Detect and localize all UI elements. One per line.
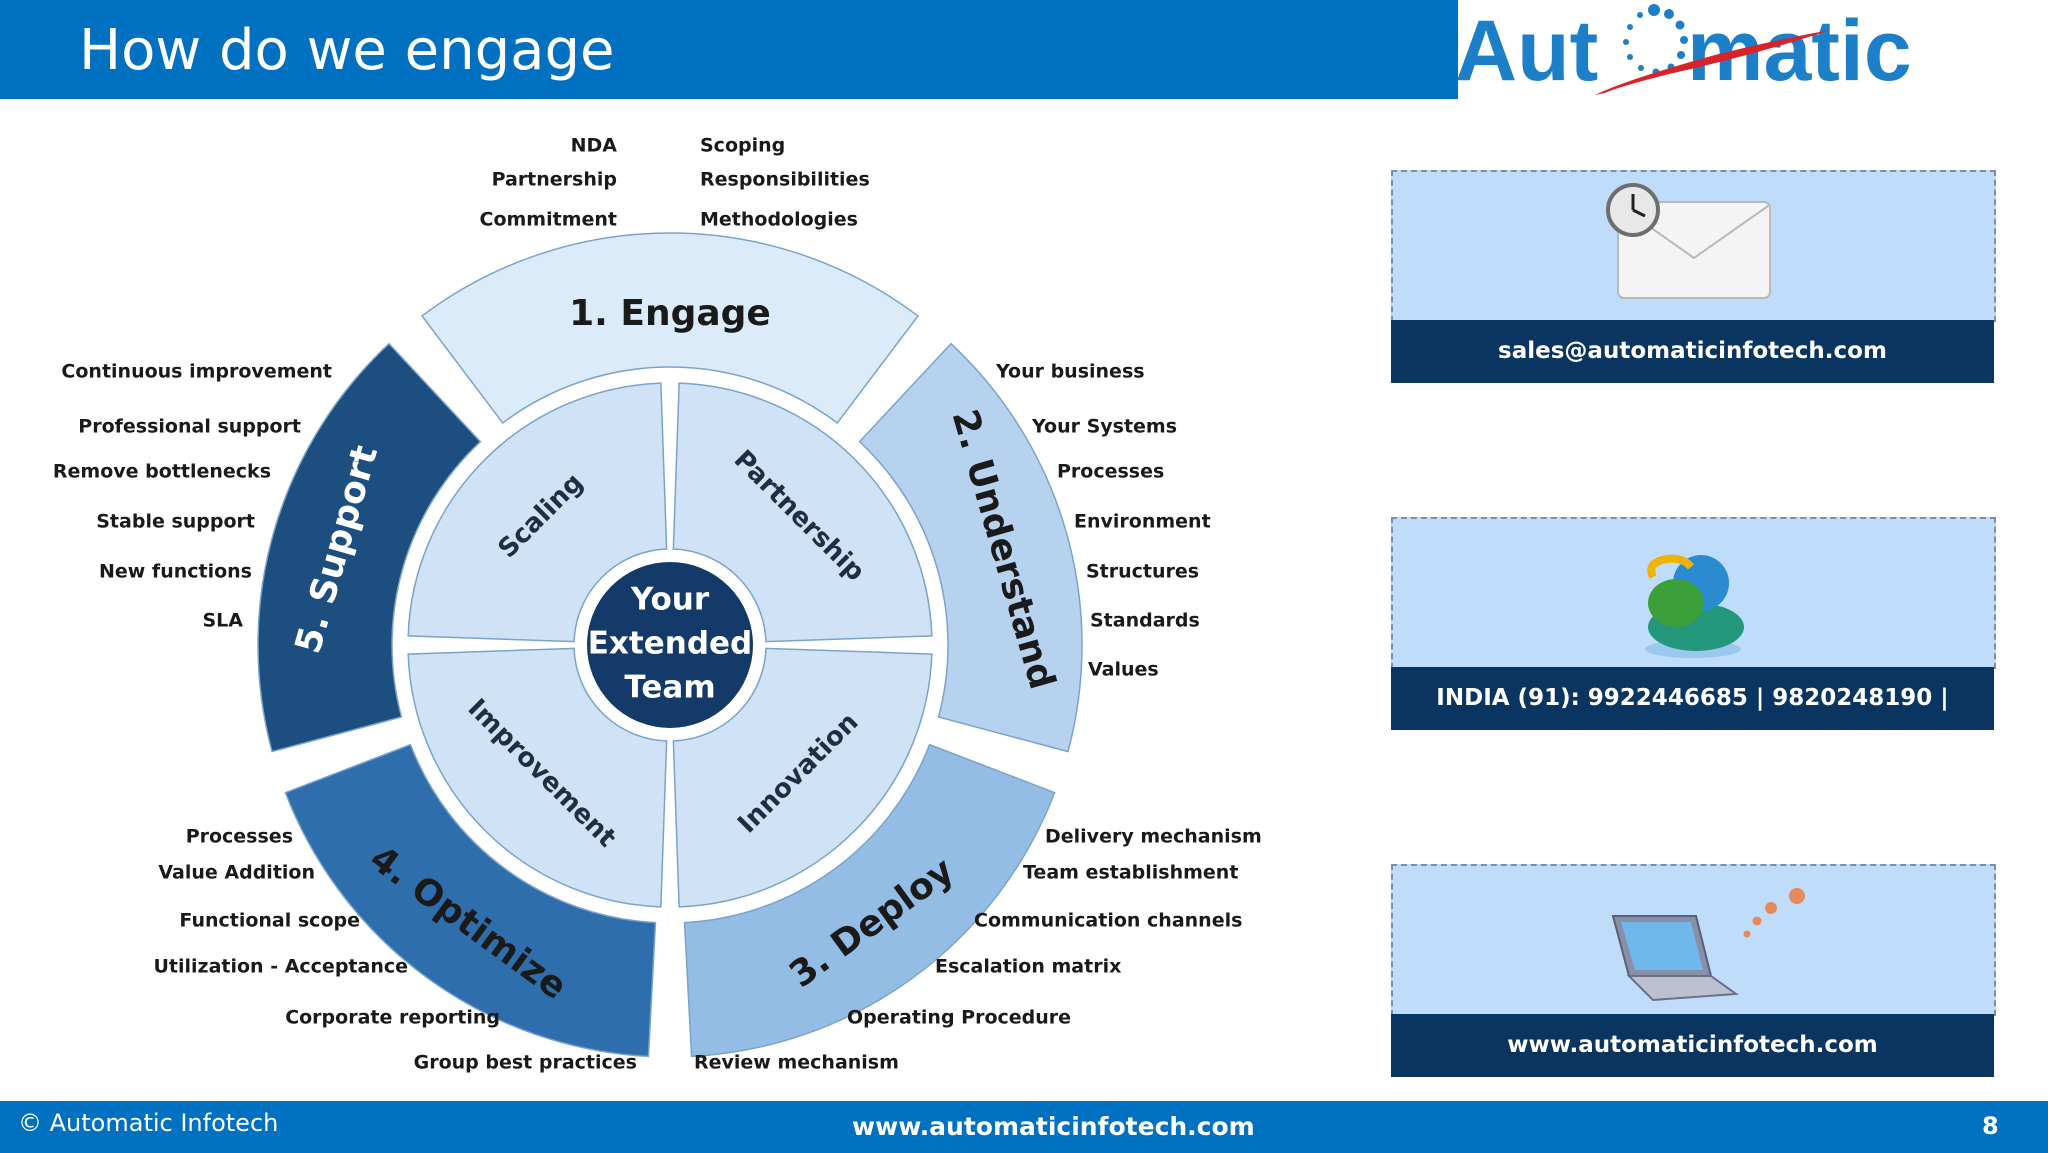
support-item: Professional support: [78, 416, 301, 438]
footer-url[interactable]: www.automaticinfotech.com: [852, 1112, 1255, 1141]
support-item: Remove bottlenecks: [53, 461, 271, 483]
logo-dots-icon: [1623, 4, 1688, 76]
svg-text:matic: matic: [1687, 3, 1912, 99]
engage-left-item: Commitment: [480, 209, 617, 231]
website-url[interactable]: www.automaticinfotech.com: [1391, 1014, 1994, 1077]
improvement-segment: [407, 647, 668, 908]
optimize-item: Functional scope: [179, 910, 360, 932]
support-item: Stable support: [96, 511, 255, 533]
svg-text:Aut: Aut: [1455, 3, 1598, 99]
understand-item: Your business: [995, 361, 1145, 383]
center-circle: [581, 556, 759, 734]
footer-bar: © Automatic Infotech www.automaticinfote…: [0, 1101, 2048, 1153]
understand-item: Values: [1088, 659, 1159, 681]
deploy-item: Escalation matrix: [935, 956, 1121, 978]
understand-item: Structures: [1086, 561, 1199, 583]
understand-item: Processes: [1057, 461, 1164, 483]
engage-left-item: Partnership: [492, 169, 617, 191]
center-text: Your: [630, 582, 710, 618]
innovation-segment: [672, 647, 933, 908]
outer-label: 1. Engage: [569, 293, 771, 334]
website-card: www.automaticinfotech.com: [1391, 864, 1996, 1079]
messenger-icon: [1645, 554, 1744, 658]
understand-item: Environment: [1074, 511, 1211, 533]
email-address[interactable]: sales@automaticinfotech.com: [1391, 320, 1994, 383]
page-title: How do we engage: [79, 18, 615, 83]
optimize-item: Group best practices: [414, 1052, 637, 1074]
optimize-item: Utilization - Acceptance: [153, 956, 408, 978]
understand-item: Standards: [1090, 610, 1200, 632]
engage-right-item: Methodologies: [700, 209, 858, 231]
deploy-item: Communication channels: [974, 910, 1242, 932]
optimize-item: Corporate reporting: [285, 1007, 500, 1029]
optimize-segment: [284, 743, 657, 1058]
title-bar: How do we engage: [0, 0, 1458, 99]
optimize-item: Value Addition: [158, 862, 315, 884]
center-text: Extended: [588, 626, 753, 662]
partnership-segment: [672, 382, 933, 643]
support-item: SLA: [203, 610, 244, 632]
mail-clock-icon: [1606, 183, 1771, 299]
logo-swoosh-icon: [1595, 30, 1830, 95]
page-number: 8: [1982, 1112, 1999, 1140]
email-card: sales@automaticinfotech.com: [1391, 170, 1996, 385]
deploy-item: Review mechanism: [694, 1052, 899, 1074]
engage-segment: [421, 232, 919, 425]
deploy-item: Team establishment: [1023, 862, 1238, 884]
company-logo: Aut matic: [1455, 3, 1912, 99]
engage-left-item: NDA: [571, 135, 618, 157]
support-item: Continuous improvement: [61, 361, 332, 383]
optimize-item: Processes: [186, 826, 293, 848]
understand-item: Your Systems: [1031, 416, 1177, 438]
phone-numbers[interactable]: INDIA (91): 9922446685 | 9820248190 | 88…: [1391, 667, 1994, 774]
understand-segment: [858, 342, 1083, 753]
phone-card: INDIA (91): 9922446685 | 9820248190 | 88…: [1391, 517, 1996, 774]
engage-right-item: Responsibilities: [700, 169, 870, 191]
engage-right-item: Scoping: [700, 135, 785, 157]
support-item: New functions: [99, 561, 252, 583]
laptop-icon: [1611, 888, 1805, 1002]
copyright: © Automatic Infotech: [18, 1109, 279, 1137]
center-text: Team: [624, 670, 715, 706]
deploy-segment: [683, 743, 1056, 1058]
deploy-item: Operating Procedure: [847, 1007, 1071, 1029]
support-segment: [257, 342, 482, 753]
deploy-item: Delivery mechanism: [1045, 826, 1262, 848]
scaling-segment: [407, 382, 668, 643]
